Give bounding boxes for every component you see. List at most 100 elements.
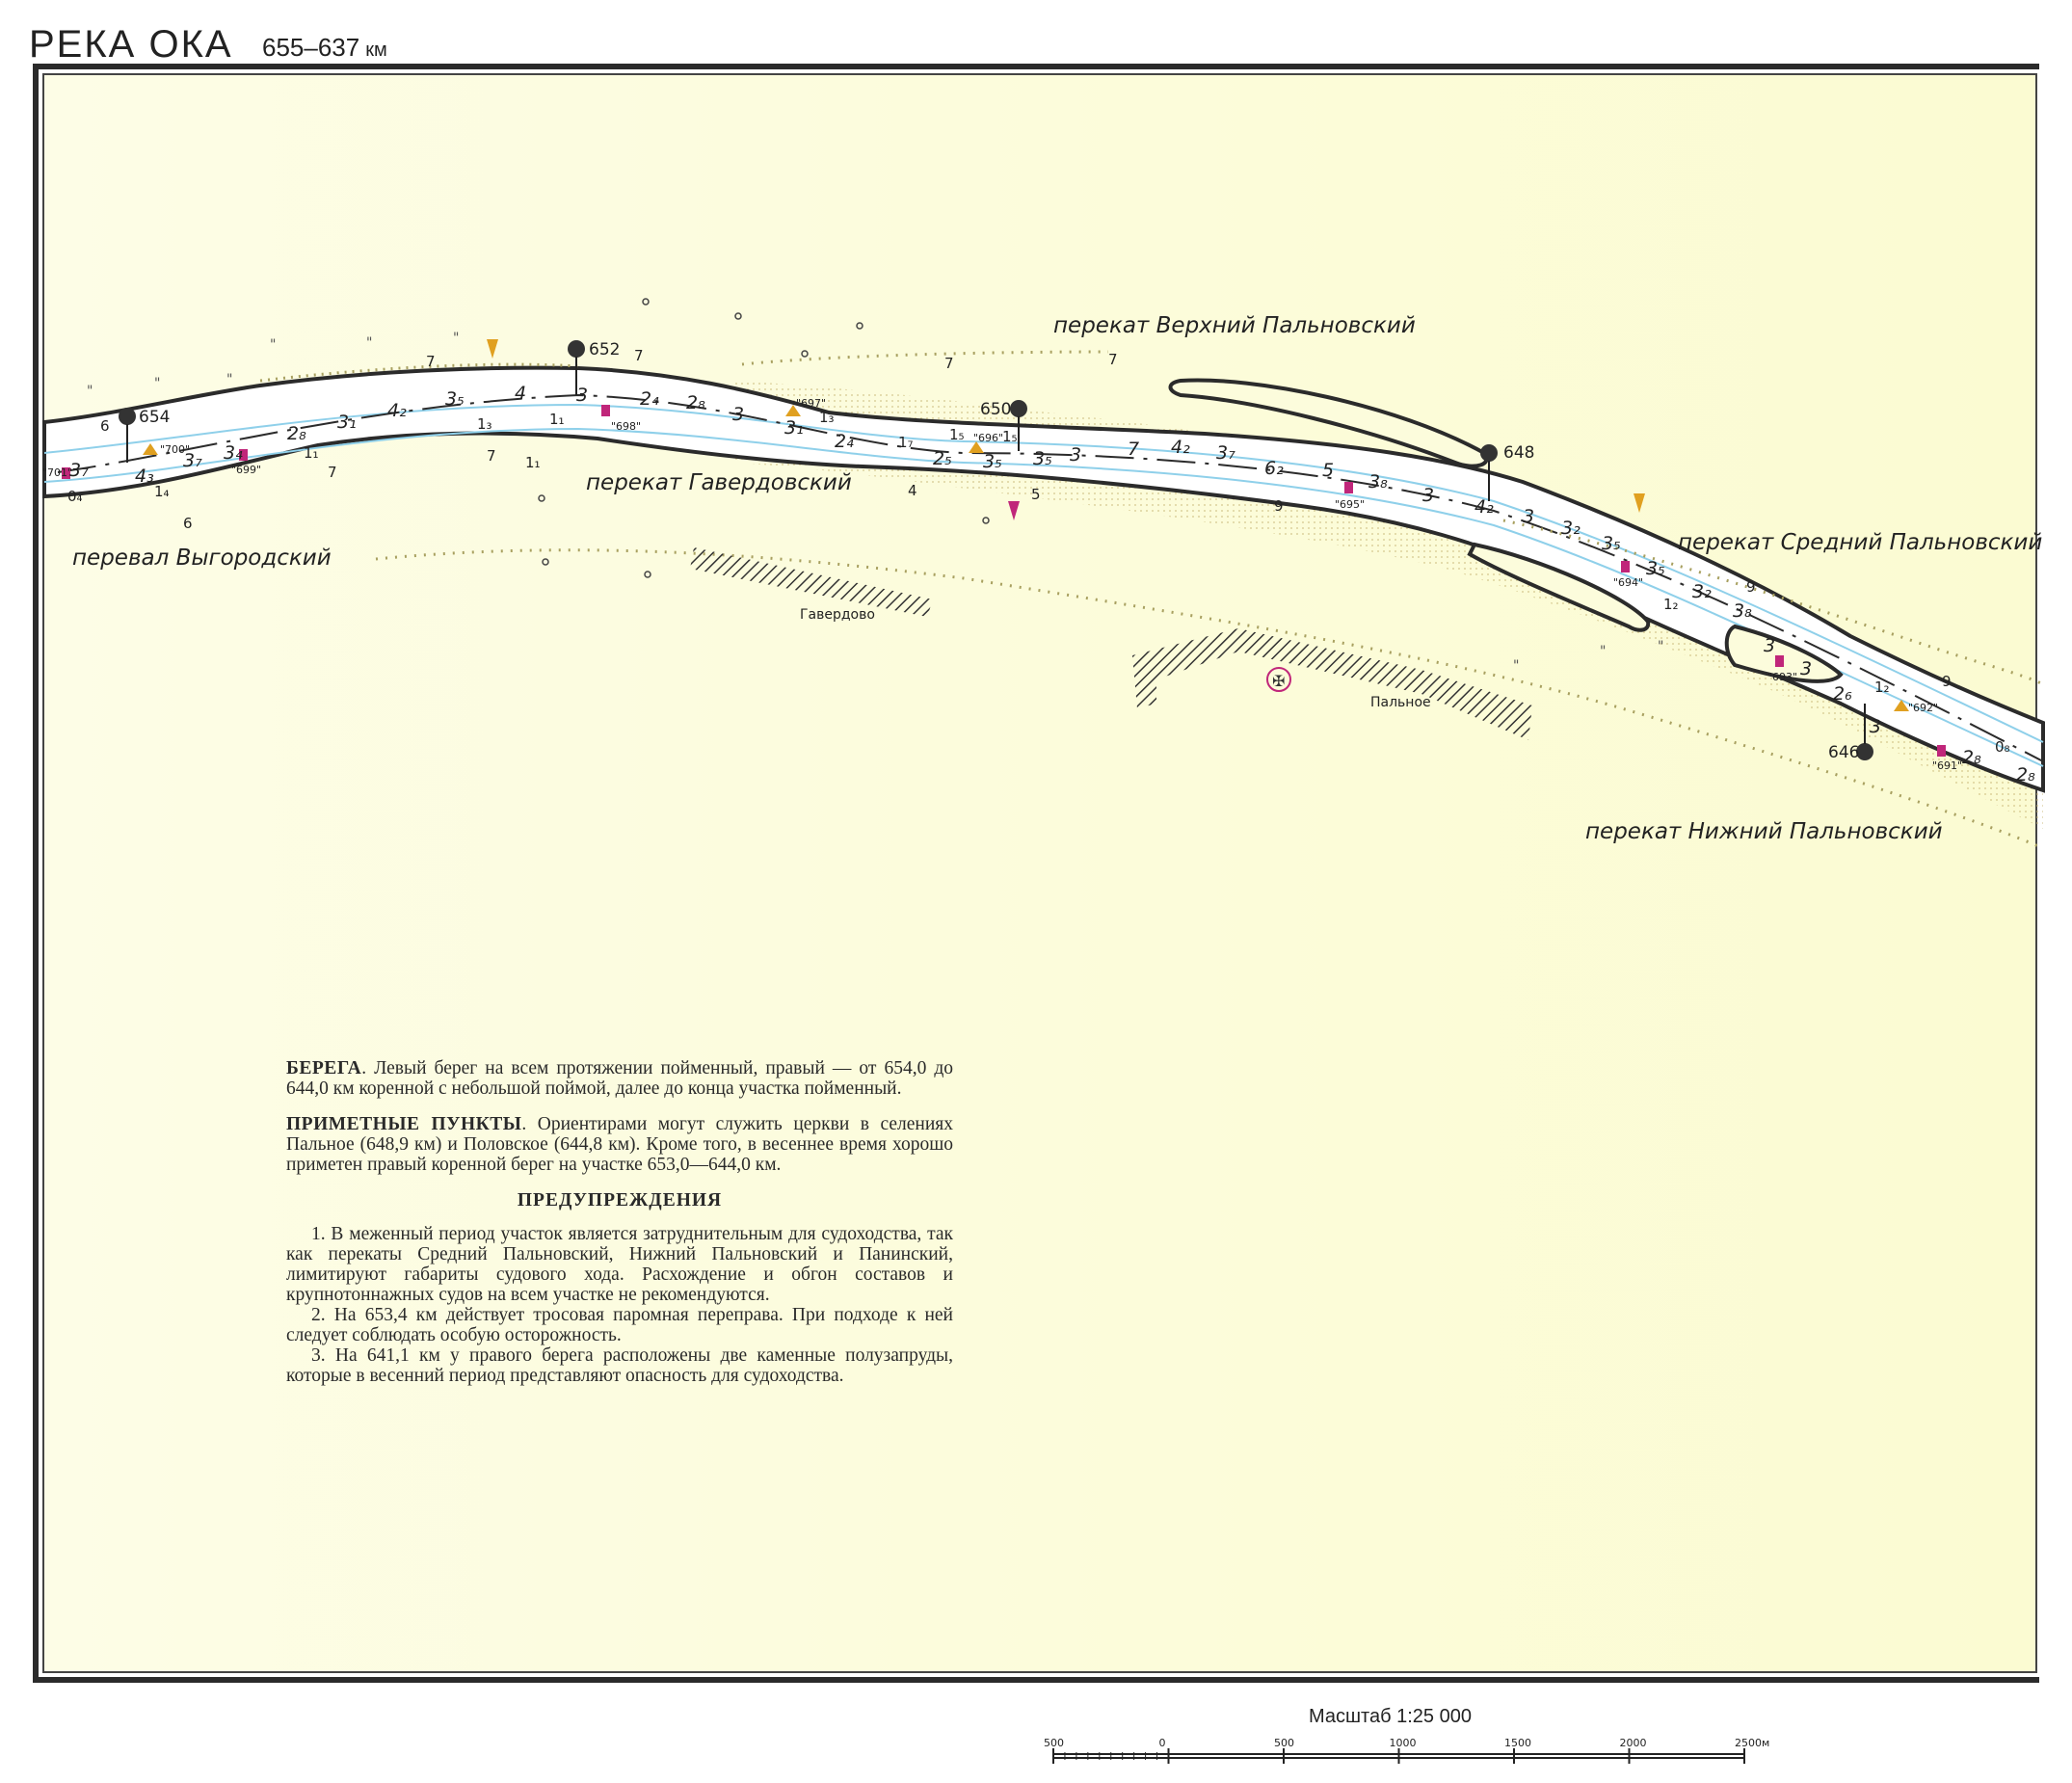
shoal-dot [542,558,549,566]
settlement-gaverdovo: Гавердово [800,607,875,623]
depth-sounding: 2₈ [287,423,306,444]
bank-depth-sounding: 7 [328,464,337,481]
left-bank-edge [259,362,579,383]
shoal-dot [642,298,650,306]
bank-depth-sounding: 1₁ [549,411,565,428]
km-label-646: 646 [1828,743,1859,762]
shoal-dot [538,494,545,502]
scale-tick-label: 1500 [1504,1737,1531,1749]
fairway-axis [57,393,2044,762]
grass-symbol: " [226,372,232,387]
bank-depth-sounding: 1₅ [1002,428,1018,445]
depth-sounding: 3₄ [224,442,243,464]
points-paragraph: ПРИМЕТНЫЕ ПУНКТЫ. Ориентирами могут служ… [286,1114,953,1175]
km-label-650: 650 [980,400,1011,419]
grass-symbol: " [154,376,160,391]
km-label-654: 654 [139,408,170,427]
depth-sounding: 3₁ [784,417,804,439]
buoy-693: "693" [1767,655,1797,683]
buoy-701: "701" [42,466,72,479]
bank-depth-sounding: 1₁ [525,454,541,471]
label-upper-palnovsky: перекат Верхний Пальновский [1053,313,1416,338]
buoy-label-698: "698" [611,420,641,433]
depth-sounding: 2₆ [1833,683,1852,705]
grass-symbol: " [1658,639,1663,654]
island-lower [1724,624,1844,683]
depth-sounding: 3 [1523,506,1534,527]
scale-tick-label: 500 [1274,1737,1294,1749]
depth-sounding: 4 [515,383,526,404]
buoy-label-693: "693" [1767,671,1797,683]
label-gaverdovsky: перекат Гавердовский [586,470,852,495]
label-lower-palnovsky: перекат Нижний Пальновский [1585,819,1943,844]
label-vygorodsky: перевал Выгородский [72,546,332,571]
scale-tick-label: 2500м [1735,1737,1769,1749]
km-mark-646: 646 [1828,704,1873,762]
buoy-label-697: "697" [796,397,826,410]
depth-sounding: 2₈ [2016,764,2035,785]
warning-3: 3. На 641,1 км у правого берега располож… [286,1345,953,1386]
bank-depth-sounding: 7 [426,353,436,370]
points-text: . Ориентирами могут служить церкви в сел… [286,1114,953,1175]
upper-bank-edge [741,350,1109,366]
sailing-notes: БЕРЕГА. Левый берег на всем протяжении п… [286,1058,953,1386]
depth-sounding: 3 [1070,444,1081,466]
arrow-marker-icon [1008,501,1020,520]
bank-depth-sounding: 1₅ [949,426,965,443]
depth-sounding: 3₇ [183,450,202,471]
buoy-label-692: "692" [1908,702,1938,714]
bank-depth-sounding: 1₃ [477,415,492,433]
sand-shoal [732,381,2043,829]
buoy-691: "691" [1932,745,1962,772]
depth-sounding: 3 [1764,635,1775,656]
buoy-label-691: "691" [1932,759,1962,772]
shoal-dot [734,312,742,320]
bank-depth-sounding: 0₄ [67,488,83,505]
depth-sounding: 3 [1422,485,1434,506]
bank-depth-sounding: 7 [944,355,954,372]
island-upper [1168,378,1489,468]
km-range-value: 655–637 [262,33,360,62]
scale-tick-label: 500 [1044,1737,1064,1749]
warning-1: 1. В меженный период участок является за… [286,1224,953,1305]
grass-symbol: " [366,335,372,351]
village-gaverdovo [690,547,933,617]
km-label-648: 648 [1503,443,1534,463]
depth-sounding: 3₅ [1602,533,1621,554]
map-sheet[interactable] [42,73,2037,1673]
arrow-marker-icon [487,339,498,359]
buoy-695: "695" [1335,482,1365,511]
fairway-line-lower [43,427,2044,767]
shoal-dot [644,571,651,578]
bank-depth-sounding: 7 [487,447,496,465]
warnings-heading: ПРЕДУПРЕЖДЕНИЯ [517,1190,723,1211]
bank-depth-sounding: 6 [183,515,193,532]
buoy-label-696: "696" [973,432,1003,444]
depth-sounding: 3₅ [983,451,1002,472]
depth-sounding: 3₇ [1216,442,1235,464]
river-water [42,365,2045,793]
depth-sounding: 3₅ [1646,558,1665,579]
depth-sounding: 4₂ [1474,496,1494,518]
bank-depth-sounding: 9 [1746,578,1756,596]
banks-paragraph: БЕРЕГА. Левый берег на всем протяжении п… [286,1058,953,1099]
km-mark-648: 648 [1480,443,1534,501]
depth-sounding: 3₅ [1033,448,1052,469]
depth-sounding: 2₄ [835,431,854,452]
depth-sounding: 3 [1800,658,1812,679]
buoy-700: "700" [143,443,190,456]
km-mark-652: 652 [568,340,620,395]
bank-depth-sounding: 1₂ [1663,596,1679,613]
depth-sounding: 7 [1128,439,1139,460]
km-mark-650: 650 [980,400,1027,451]
shoal-dot [856,322,863,330]
depth-sounding: 4₃ [135,466,154,487]
km-mark-654: 654 [119,408,170,463]
buoy-696: "696" [969,432,1003,453]
bank-depth-sounding: 9 [1274,497,1284,515]
